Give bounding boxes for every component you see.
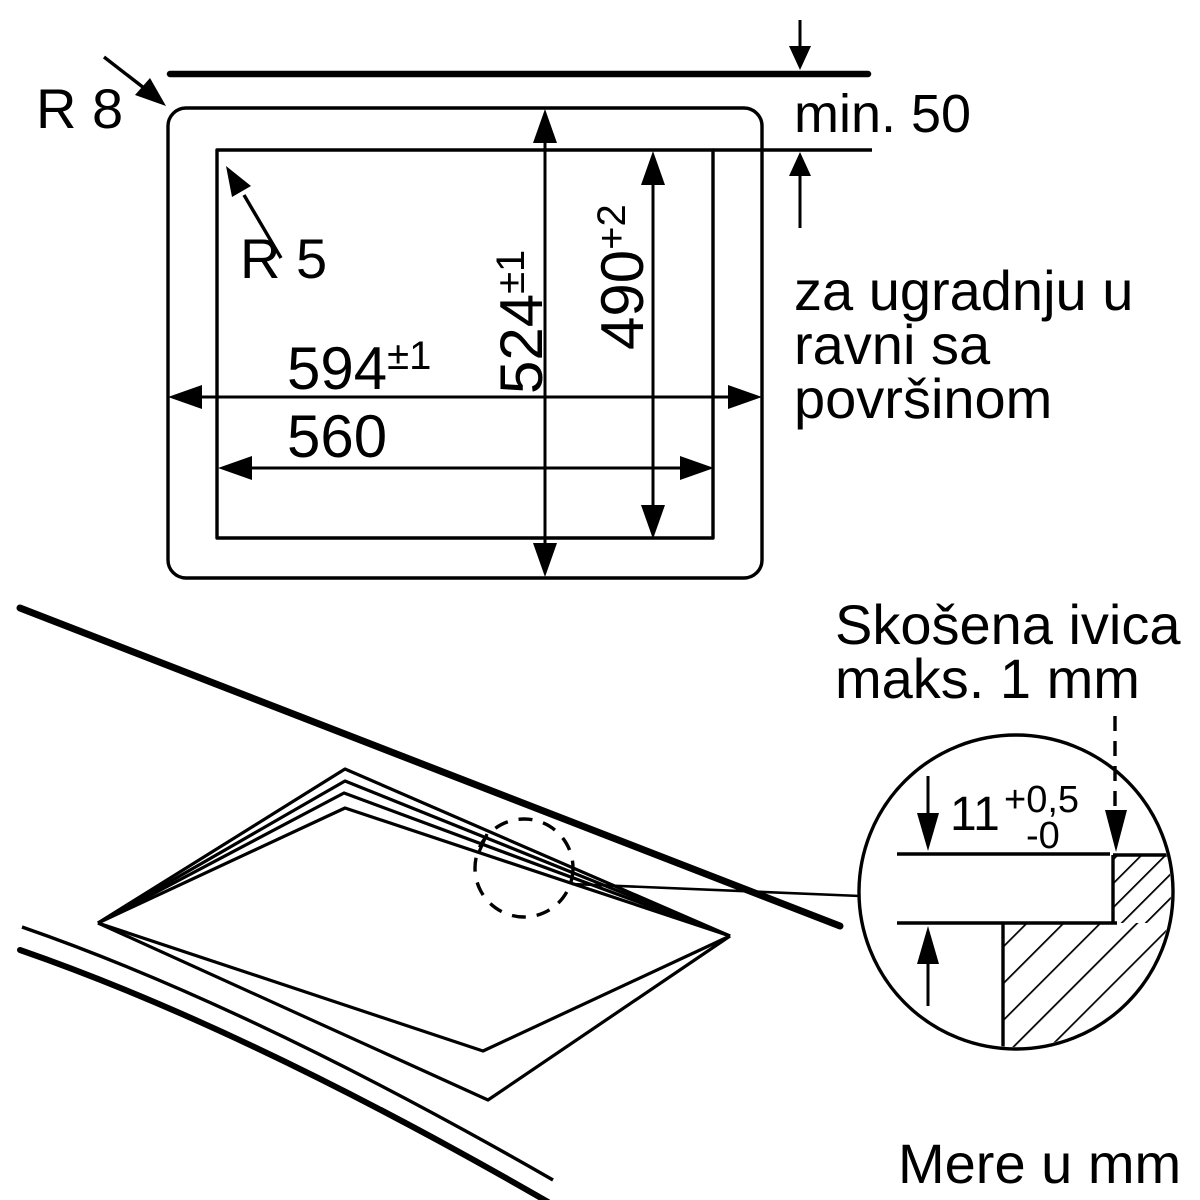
- units-note: Mere u mm: [898, 1132, 1181, 1195]
- dim-524-bottom-arrowhead-icon: [533, 543, 557, 577]
- min50-up-arrowhead-icon: [789, 152, 811, 176]
- hob-outer-contour: [166, 106, 764, 580]
- dim-594-right-arrowhead-icon: [728, 385, 762, 409]
- dim-490-label: 490+2: [589, 204, 656, 350]
- flush-note-line3: površinom: [794, 367, 1052, 430]
- r5-leader-line: [242, 194, 283, 259]
- min50-down-arrowhead-icon: [789, 46, 811, 70]
- dim-594-label: 594±1: [287, 334, 431, 402]
- cutout-opening-front-edge: [97, 921, 731, 1053]
- dim-594-left-arrowhead-icon: [168, 385, 202, 409]
- dim-524-top-arrowhead-icon: [533, 109, 557, 143]
- isometric-view: [16, 604, 861, 1200]
- r8-arrowhead-icon: [135, 78, 166, 106]
- bevel-arrowhead-icon: [1105, 810, 1127, 852]
- worktop-cutout-rect: [215, 148, 715, 540]
- r8-label: R 8: [36, 77, 123, 140]
- detail-section: [897, 852, 1171, 1047]
- dim-560-label: 560: [287, 403, 387, 470]
- detail-leader-line: [571, 882, 861, 898]
- bevel-note-line1: Skošena ivica: [835, 593, 1181, 656]
- worktop-lip-hatch: [1113, 856, 1171, 923]
- cutout-inner-wall-bottom: [97, 921, 731, 1102]
- cutout-step-contour-1: [97, 767, 731, 938]
- min50-label: min. 50: [794, 84, 971, 144]
- worktop-rear-edge: [16, 604, 844, 930]
- cutout-step-contour-2: [97, 779, 731, 938]
- bevel-note-line2: maks. 1 mm: [835, 647, 1140, 710]
- cutout-step-contour-3: [97, 791, 731, 938]
- dim-490-bottom-arrowhead-icon: [641, 505, 665, 539]
- dim-11-tol-plus: +0,5: [1004, 779, 1079, 821]
- detail-view-circle: [857, 733, 1175, 1051]
- r8-leader-line: [102, 55, 146, 90]
- r5-label: R 5: [240, 227, 327, 290]
- detail-view: Skošena ivica maks. 1 mm 11 +0,5 -0: [835, 593, 1181, 1051]
- dim-11-label: 11: [950, 788, 1000, 841]
- dim-560-left-arrowhead-icon: [218, 456, 252, 480]
- plan-view: R 8 min. 50 R 5 594±1 560 524±1 490+2 za…: [36, 20, 1133, 580]
- dim-11-tol-minus: -0: [1026, 815, 1060, 857]
- worktop-front-edge-bottom: [17, 947, 551, 1200]
- dim-524-label: 524±1: [488, 250, 555, 394]
- cutout-step-contour-4: [97, 806, 731, 938]
- flush-note-line1: za ugradnju u: [794, 259, 1133, 322]
- dim-11-up-arrowhead-icon: [917, 926, 939, 964]
- detail-reference-dashed-circle: [473, 817, 575, 919]
- r5-arrowhead-icon: [226, 166, 251, 197]
- dim-490-top-arrowhead-icon: [641, 151, 665, 185]
- flush-note-line2: ravni sa: [794, 313, 991, 376]
- dim-560-right-arrowhead-icon: [680, 456, 714, 480]
- dim-11-down-arrowhead-icon: [917, 813, 939, 851]
- worktop-front-edge-top: [21, 925, 554, 1182]
